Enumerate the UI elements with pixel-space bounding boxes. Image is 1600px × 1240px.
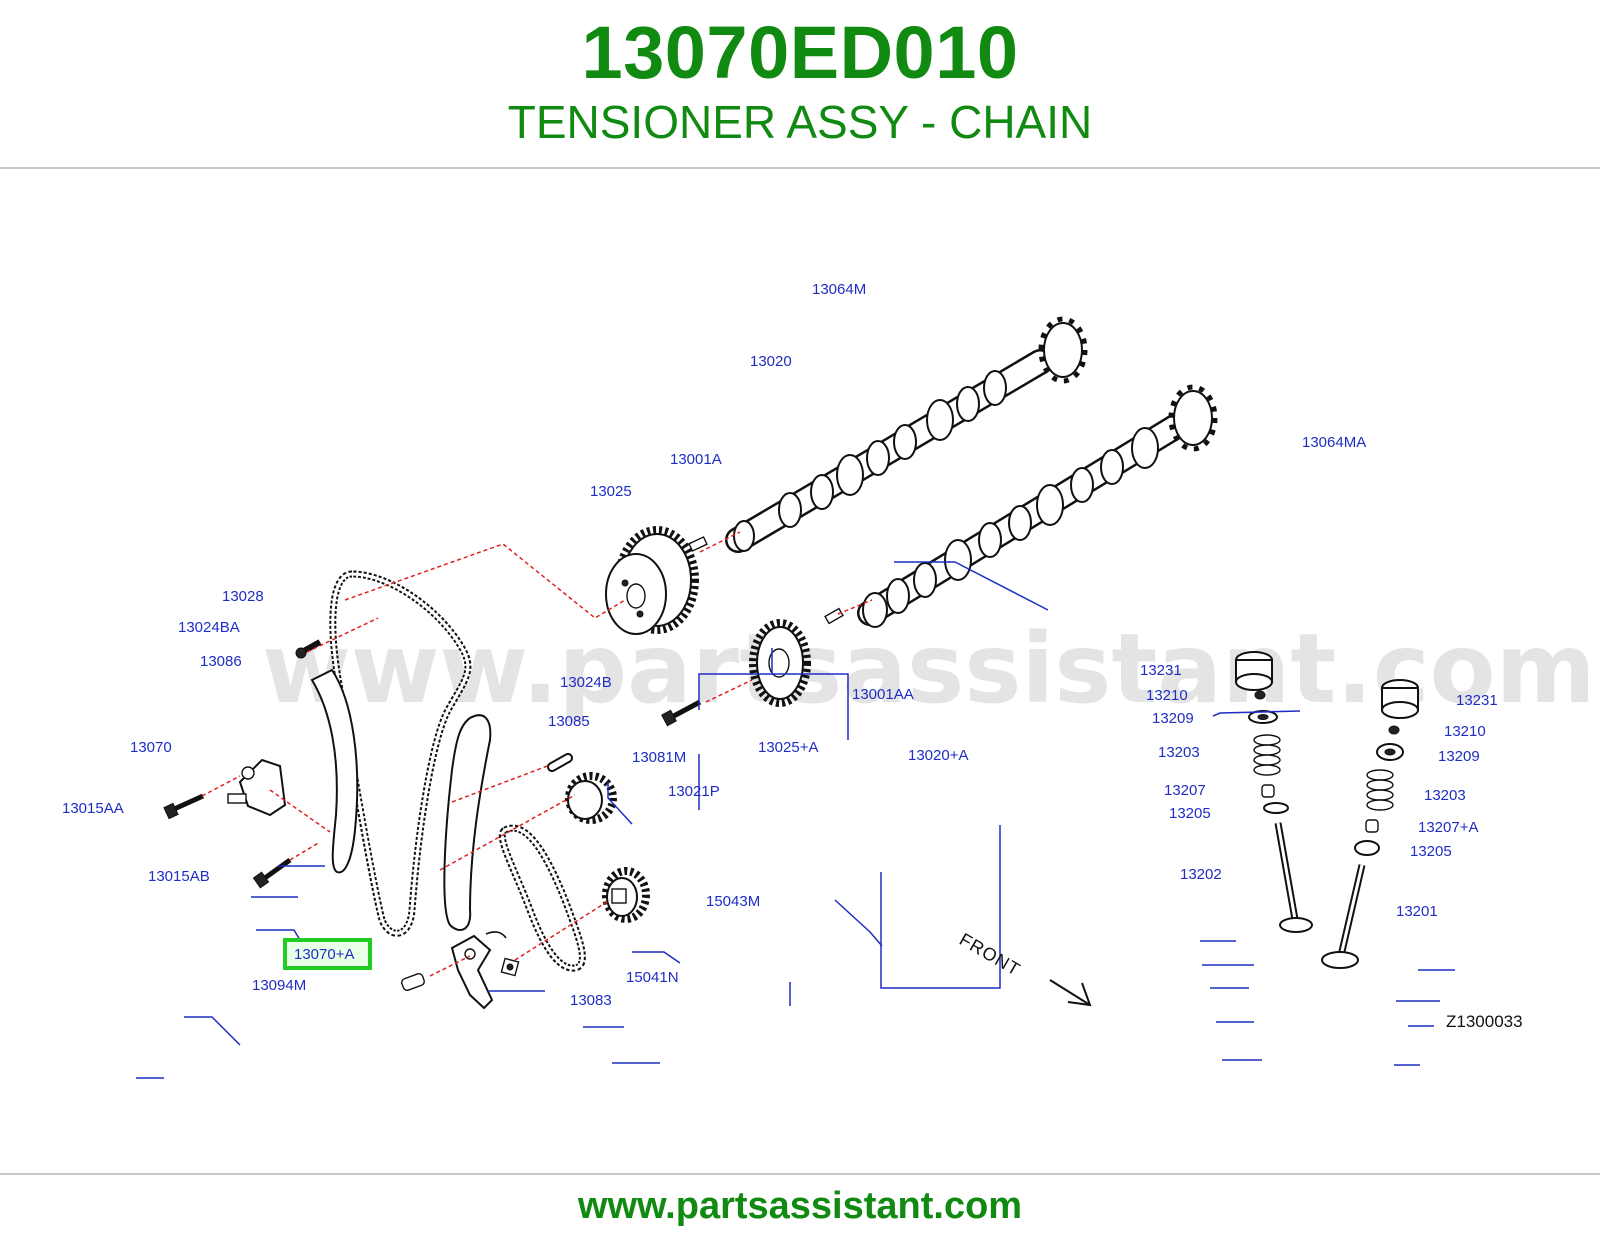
label-13070: 13070	[130, 739, 172, 756]
valve-spring-13203-a	[1253, 734, 1281, 776]
label-15043M: 15043M	[706, 893, 760, 910]
leader-lines	[136, 561, 1455, 1079]
footer-divider	[0, 1173, 1600, 1175]
bolt-13024BA	[295, 639, 322, 659]
assembly-lines	[201, 531, 873, 977]
camshaft-sprocket-13025	[605, 526, 699, 635]
part-labels: 13064M 13020 13064MA 13001A 13025 13028 …	[62, 281, 1498, 1009]
label-13203-a: 13203	[1158, 744, 1200, 761]
label-13231-b: 13231	[1456, 692, 1498, 709]
bolt-13024B	[661, 699, 702, 727]
label-13207A: 13207+A	[1418, 819, 1478, 836]
label-13210-b: 13210	[1444, 723, 1486, 740]
label-13025: 13025	[590, 483, 632, 500]
header: 13070ED010 TENSIONER ASSY - CHAIN	[0, 0, 1600, 170]
crank-sprocket-13021P	[565, 772, 617, 824]
oil-pump-sprocket-15043M	[602, 867, 650, 923]
label-13202: 13202	[1180, 866, 1222, 883]
label-13081M: 13081M	[632, 749, 686, 766]
label-13205-a: 13205	[1169, 805, 1211, 822]
label-13083: 13083	[570, 992, 612, 1009]
exhaust-valve-13202	[1274, 822, 1313, 933]
intake-camshaft-sprocket	[1038, 316, 1088, 384]
label-13015AB: 13015AB	[148, 868, 210, 885]
camshaft-sprocket-13025A	[749, 619, 811, 707]
bolt-13015AA	[163, 793, 205, 820]
label-13205-b: 13205	[1410, 843, 1452, 860]
exhaust-camshaft	[857, 409, 1196, 628]
label-13024BA: 13024BA	[178, 619, 240, 636]
watermark: www.partsassistant.com	[262, 613, 1596, 725]
bolt-13015AB	[252, 857, 292, 889]
valve-spring-13203-b	[1366, 769, 1394, 811]
label-15041N: 15041N	[626, 969, 679, 986]
dowel-pin-13001A	[688, 536, 708, 552]
label-13015AA: 13015AA	[62, 800, 124, 817]
spring-13094M	[401, 973, 425, 991]
chain-guide-13086	[310, 668, 359, 874]
label-13001AA: 13001AA	[852, 686, 914, 703]
exhaust-camshaft-sprocket	[1168, 384, 1218, 452]
label-13025A: 13025+A	[758, 739, 818, 756]
label-13094M: 13094M	[252, 977, 306, 994]
figure-code: Z1300033	[1446, 1012, 1523, 1031]
label-13020: 13020	[750, 353, 792, 370]
chain-tensioner-13070	[227, 758, 287, 817]
intake-valve-13201	[1321, 864, 1366, 969]
valve-seal-13207	[1261, 784, 1275, 798]
label-13209-b: 13209	[1438, 748, 1480, 765]
label-13028: 13028	[222, 588, 264, 605]
parts-diagram: www.partsassistant.com	[62, 281, 1596, 1079]
nut-13083	[500, 957, 520, 977]
front-arrow-icon	[1049, 979, 1092, 1007]
spring-seat-13205-b	[1354, 840, 1380, 856]
label-13086: 13086	[200, 653, 242, 670]
header-divider	[0, 167, 1600, 169]
oil-pump-chain-15041N	[498, 824, 586, 972]
label-13085: 13085	[548, 713, 590, 730]
front-label: FRONT	[956, 929, 1024, 980]
label-13001A: 13001A	[670, 451, 722, 468]
label-13201: 13201	[1396, 903, 1438, 920]
footer-website-url: www.partsassistant.com	[577, 1185, 1023, 1227]
chain-guide-13085	[443, 714, 492, 931]
part-number-title: 13070ED010	[581, 11, 1019, 94]
valve-collet-13210-a	[1254, 690, 1266, 700]
valve-seal-13207A	[1365, 819, 1379, 833]
label-13203-b: 13203	[1424, 787, 1466, 804]
label-13207: 13207	[1164, 782, 1206, 799]
label-13210-a: 13210	[1146, 687, 1188, 704]
label-13024B: 13024B	[560, 674, 612, 691]
spring-retainer-13209-a	[1248, 710, 1278, 724]
part-name-subtitle: TENSIONER ASSY - CHAIN	[507, 96, 1093, 148]
dowel-13081M	[547, 753, 573, 772]
label-13070A: 13070+A	[294, 946, 354, 963]
label-13231-a: 13231	[1140, 662, 1182, 679]
valve-lifter-13231-a	[1235, 651, 1273, 691]
intake-camshaft	[725, 349, 1053, 553]
label-13021P: 13021P	[668, 783, 720, 800]
oil-pump-chain-tensioner-13070A	[450, 931, 507, 1010]
label-13064M: 13064M	[812, 281, 866, 298]
valve-lifter-13231-b	[1381, 679, 1419, 719]
label-13064MA: 13064MA	[1302, 434, 1366, 451]
spring-retainer-13209-b	[1376, 743, 1404, 761]
valve-collet-13210-b	[1388, 725, 1400, 735]
label-13020A: 13020+A	[908, 747, 968, 764]
front-direction-indicator: FRONT	[956, 929, 1092, 1007]
spring-seat-13205-a	[1263, 802, 1289, 814]
highlighted-label-13070A: 13070+A	[283, 938, 372, 970]
label-13209-a: 13209	[1152, 710, 1194, 727]
